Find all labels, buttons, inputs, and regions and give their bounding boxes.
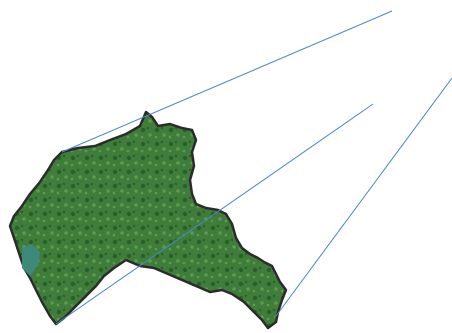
- leader-line-2: [55, 103, 374, 325]
- lake-patch: [22, 244, 40, 276]
- leader-line-1: [61, 10, 393, 153]
- leader-line-3: [275, 77, 452, 317]
- region-shape: [8, 110, 288, 330]
